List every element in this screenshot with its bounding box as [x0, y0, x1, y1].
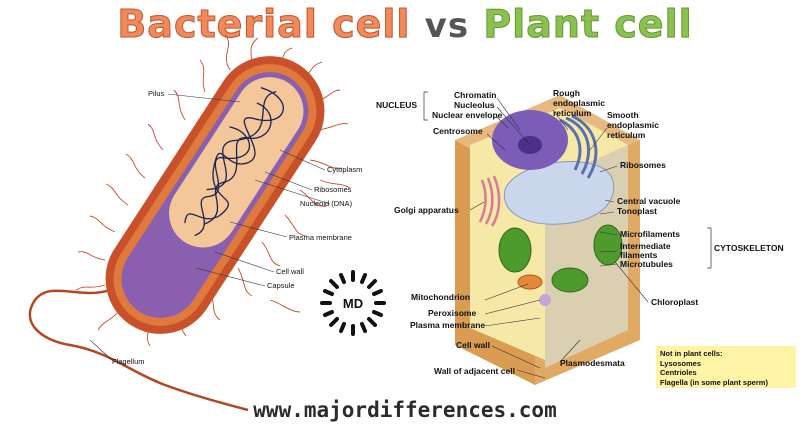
label-microfilaments: Microfilaments — [620, 229, 680, 239]
md-logo: MD — [320, 270, 386, 336]
bacterial-cell: Pilus Cytoplasm Ribosomes Nucleoid (DNA)… — [28, 34, 362, 412]
label-cytoskeleton: CYTOSKELETON — [714, 243, 784, 253]
label-microtubules: Microtubules — [620, 259, 673, 269]
plant-cytoplasm — [470, 108, 628, 360]
note-item: Lysosomes — [660, 358, 701, 368]
chloroplast — [498, 227, 532, 273]
label-wall-adjacent: Wall of adjacent cell — [434, 366, 515, 376]
label-nuclear-envelope: Nuclear envelope — [432, 110, 503, 120]
label-golgi: Golgi apparatus — [394, 205, 459, 215]
label-plasma-membrane-plant: Plasma membrane — [410, 320, 485, 330]
peroxisome — [539, 294, 551, 306]
label-chromatin: Chromatin — [454, 90, 497, 100]
label-ribosomes-bacteria: Ribosomes — [314, 185, 352, 194]
label-cell-wall-plant: Cell wall — [456, 340, 490, 350]
md-logo-text: MD — [343, 296, 363, 311]
label-peroxisome: Peroxisome — [428, 308, 476, 318]
not-in-plant-cells-note: Not in plant cells: Lysosomes Centrioles… — [656, 346, 796, 388]
label-nucleolus: Nucleolus — [454, 100, 495, 110]
website-url: www.majordifferences.com — [253, 398, 557, 422]
note-heading: Not in plant cells: — [660, 349, 723, 358]
label-chloroplast: Chloroplast — [651, 297, 698, 307]
label-cell-wall-bacteria: Cell wall — [276, 267, 304, 276]
note-item: Flagella (in some plant sperm) — [660, 377, 768, 387]
label-nucleoid: Nucleoid (DNA) — [300, 199, 353, 208]
label-rough-er-2: endoplasmic — [553, 98, 605, 108]
label-smooth-er-3: reticulum — [607, 130, 646, 140]
label-flagellum: Flagellum — [112, 357, 145, 366]
label-smooth-er-2: endoplasmic — [607, 120, 659, 130]
title-plant: Plant cell — [483, 2, 693, 47]
label-capsule: Capsule — [267, 281, 295, 290]
label-intermediate-2: filaments — [620, 250, 658, 260]
label-cytoplasm: Cytoplasm — [327, 165, 362, 174]
plant-cell: NUCLEUS Chromatin Nucleolus Nuclear enve… — [376, 88, 784, 385]
label-intermediate-1: Intermediate — [620, 241, 671, 251]
page-title: Bacterial cell vs Plant cell — [0, 2, 810, 47]
label-mitochondrion: Mitochondrion — [411, 292, 470, 302]
label-ribosomes-plant: Ribosomes — [620, 160, 666, 170]
mitochondrion — [517, 274, 543, 290]
label-pilus: Pilus — [148, 89, 165, 98]
label-central-vacuole: Central vacuole — [617, 196, 681, 206]
label-centrosome: Centrosome — [433, 126, 483, 136]
label-rough-er-1: Rough — [553, 88, 580, 98]
label-nucleus: NUCLEUS — [376, 100, 417, 110]
title-vs: vs — [424, 6, 470, 46]
label-tonoplast: Tonoplast — [617, 206, 657, 216]
label-smooth-er-1: Smooth — [607, 110, 639, 120]
label-plasmodesmata: Plasmodesmata — [560, 358, 625, 368]
chloroplast — [551, 267, 589, 293]
golgi-apparatus — [478, 175, 501, 227]
chloroplast — [593, 224, 623, 266]
flagellum — [28, 288, 249, 412]
nucleoid — [184, 87, 284, 237]
note-item: Centrioles — [660, 368, 697, 377]
label-plasma-membrane-bacteria: Plasma membrane — [289, 233, 352, 242]
title-bacterial: Bacterial cell — [117, 2, 411, 47]
label-rough-er-3: reticulum — [553, 108, 592, 118]
